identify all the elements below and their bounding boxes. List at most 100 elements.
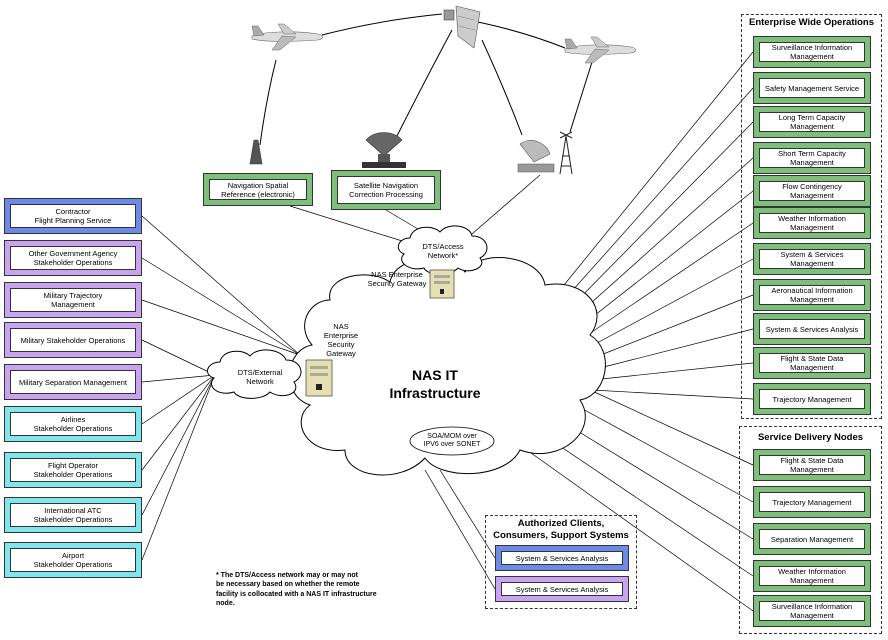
auth-node-0[interactable]: System & Services Analysis: [495, 545, 629, 571]
connector-left-5: [141, 374, 216, 425]
connector-enterprise-10: [591, 389, 754, 400]
service-node-2[interactable]: Separation Management: [753, 523, 871, 555]
service-delivery-nodes-group: [739, 426, 882, 634]
service-node-3[interactable]: Weather Information Management: [753, 560, 871, 592]
connector-service-2: [549, 413, 754, 540]
antenna-icon: [249, 139, 263, 165]
connector-service-4: [509, 437, 754, 612]
connector-left-3: [141, 339, 216, 376]
node-navigation-spatial-reference[interactable]: Navigation Spatial Reference (electronic…: [203, 173, 313, 206]
service-group-title: Service Delivery Nodes: [757, 432, 864, 443]
connector-enterprise-2: [567, 121, 754, 311]
node-label: Contractor Flight Planning Service: [10, 204, 136, 228]
node-label: Satellite Navigation Correction Processi…: [337, 176, 435, 204]
enterprise-node-4[interactable]: Flow Contingency Management: [753, 175, 871, 207]
soa-oval: [409, 426, 495, 456]
left-node-8[interactable]: Airport Stakeholder Operations: [4, 542, 142, 578]
node-label: Other Government Agency Stakeholder Oper…: [10, 246, 136, 270]
node-label: Surveillance Information Management: [759, 42, 865, 62]
connection-lines: [141, 51, 754, 612]
enterprise-node-7[interactable]: Aeronautical Information Management: [753, 279, 871, 311]
node-label: Flight & State Data Management: [759, 353, 865, 373]
node-label: Military Trajectory Management: [10, 288, 136, 312]
connector-enterprise-3: [571, 157, 754, 321]
node-label: Flight & State Data Management: [759, 455, 865, 475]
connector-enterprise-0: [559, 51, 754, 291]
enterprise-node-8[interactable]: System & Services Analysis: [753, 313, 871, 345]
enterprise-group-title: Enterprise Wide Operations: [748, 17, 875, 28]
node-label: Flow Contingency Management: [759, 181, 865, 201]
connector-enterprise-5: [579, 222, 754, 341]
enterprise-node-2[interactable]: Long Term Capacity Management: [753, 106, 871, 138]
connector-left-0: [141, 215, 301, 356]
radar-dish-icon: [517, 140, 555, 173]
node-label: System & Services Management: [759, 249, 865, 269]
satellite-icon: [443, 5, 481, 49]
enterprise-node-9[interactable]: Flight & State Data Management: [753, 347, 871, 379]
dts-access-cloud: [397, 225, 488, 275]
left-node-1[interactable]: Other Government Agency Stakeholder Oper…: [4, 240, 142, 276]
link-satellite-radar: [481, 39, 523, 136]
link-plane-satellite: [321, 13, 443, 36]
service-node-1[interactable]: Trajectory Management: [753, 486, 871, 518]
dts-external-cloud: [206, 349, 302, 399]
top-gateway-label: NAS Enterprise Security Gateway: [367, 270, 427, 288]
enterprise-node-5[interactable]: Weather Information Management: [753, 207, 871, 239]
connector-enterprise-4: [575, 190, 754, 331]
enterprise-wide-operations-group: [741, 14, 882, 419]
service-node-4[interactable]: Surveillance Information Management: [753, 595, 871, 627]
enterprise-node-6[interactable]: System & Services Management: [753, 243, 871, 275]
node-label: Military Stakeholder Operations: [10, 328, 136, 352]
soa-label: SOA/MOM over IPV6 over SONET: [423, 433, 481, 449]
left-node-3[interactable]: Military Stakeholder Operations: [4, 322, 142, 358]
connector-service-0: [589, 389, 754, 466]
node-label: Surveillance Information Management: [759, 601, 865, 621]
satellite-dish-icon: [362, 132, 406, 168]
link-plane-right-tower: [569, 61, 593, 133]
connector-enterprise-8: [591, 328, 754, 371]
node-label: Short Term Capacity Management: [759, 148, 865, 168]
connector-enterprise-9: [591, 362, 754, 381]
dts-external-label: DTS/External Network: [237, 368, 283, 386]
node-label: Flight Operator Stakeholder Operations: [10, 458, 136, 482]
node-label: Trajectory Management: [759, 492, 865, 512]
node-label: Safety Management Service: [759, 78, 865, 98]
connector-left-6: [141, 374, 216, 471]
enterprise-node-0[interactable]: Surveillance Information Management: [753, 36, 871, 68]
satellite-links: [259, 13, 593, 146]
connector-service-1: [569, 401, 754, 503]
auth-group-title: Authorized Clients, Consumers, Support S…: [493, 518, 629, 541]
link-satellite-dish: [394, 29, 453, 141]
connector-enterprise-1: [563, 87, 754, 301]
left-node-4[interactable]: Military Separation Management: [4, 364, 142, 400]
connector-enterprise-6: [583, 258, 754, 351]
left-gateway-label: NAS Enterprise Security Gateway: [323, 322, 359, 358]
link-satellite-plane-right: [477, 21, 566, 49]
left-node-5[interactable]: Airlines Stakeholder Operations: [4, 406, 142, 442]
connector-left-7: [141, 374, 216, 516]
node-label: Military Separation Management: [10, 370, 136, 394]
node-label: International ATC Stakeholder Operations: [10, 503, 136, 527]
node-label: Trajectory Management: [759, 389, 865, 409]
left-node-7[interactable]: International ATC Stakeholder Operations: [4, 497, 142, 533]
auth-node-1[interactable]: System & Services Analysis: [495, 576, 629, 602]
left-node-0[interactable]: Contractor Flight Planning Service: [4, 198, 142, 234]
authorized-clients-group: [485, 515, 637, 609]
left-node-2[interactable]: Military Trajectory Management: [4, 282, 142, 318]
node-satellite-navigation-correction[interactable]: Satellite Navigation Correction Processi…: [331, 170, 441, 210]
node-label: Airlines Stakeholder Operations: [10, 412, 136, 436]
link-plane-antenna: [259, 59, 277, 146]
connector-enterprise-7: [587, 294, 754, 361]
service-node-0[interactable]: Flight & State Data Management: [753, 449, 871, 481]
left-node-6[interactable]: Flight Operator Stakeholder Operations: [4, 452, 142, 488]
node-label: System & Services Analysis: [759, 319, 865, 339]
connector-left-2: [141, 299, 301, 356]
nas-it-infrastructure-label: NAS IT Infrastructure: [389, 367, 481, 401]
node-label: System & Services Analysis: [501, 551, 623, 565]
server-icon: [305, 359, 333, 397]
node-label: Navigation Spatial Reference (electronic…: [209, 179, 307, 200]
enterprise-node-1[interactable]: Safety Management Service: [753, 72, 871, 104]
airplane-icon: [564, 36, 636, 64]
enterprise-node-10[interactable]: Trajectory Management: [753, 383, 871, 415]
enterprise-node-3[interactable]: Short Term Capacity Management: [753, 142, 871, 174]
